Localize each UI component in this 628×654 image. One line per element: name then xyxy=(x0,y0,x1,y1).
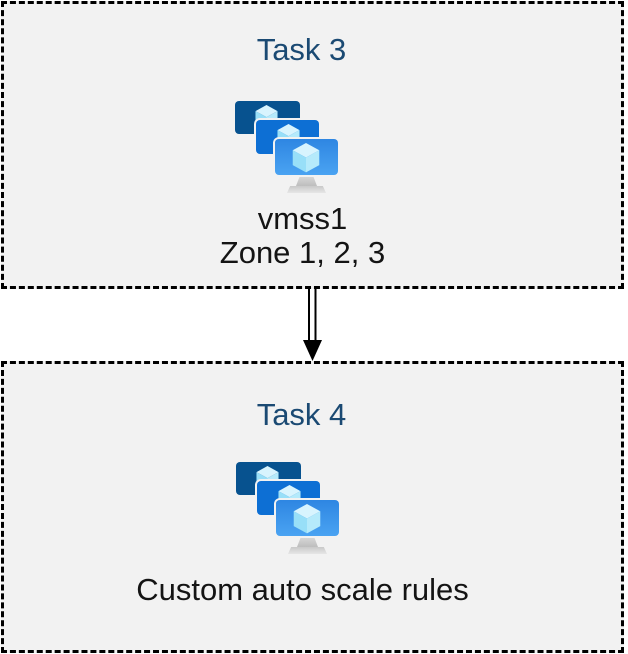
monitor-stand-base xyxy=(288,547,327,554)
task3-box: Task 3 vmss1 Zone 1, 2, 3 xyxy=(1,1,624,289)
down-arrow-icon xyxy=(303,288,322,361)
task3-title: Task 3 xyxy=(256,32,347,67)
cube-icon xyxy=(293,504,321,534)
vm-scale-set-icon xyxy=(236,462,339,554)
cube-icon xyxy=(292,143,320,173)
autoscale-label: Custom auto scale rules xyxy=(136,572,469,607)
monitor-stand-base xyxy=(287,186,326,193)
zone-label: Zone 1, 2, 3 xyxy=(219,235,386,270)
monitor-stand-neck xyxy=(297,535,318,547)
task4-title: Task 4 xyxy=(256,397,347,432)
task4-box: Task 4 Custom auto scale rules xyxy=(1,361,624,653)
monitor-stand-neck xyxy=(296,174,317,186)
vmss-name-label: vmss1 xyxy=(257,201,348,236)
vm-scale-set-icon xyxy=(235,101,338,193)
